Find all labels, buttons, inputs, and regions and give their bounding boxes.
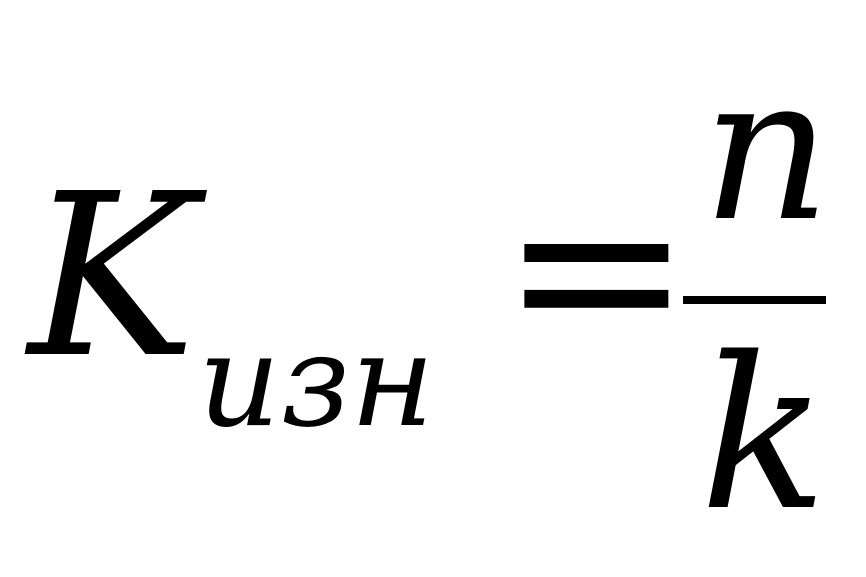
main-symbol: K (28, 146, 197, 408)
fraction-denominator: k (700, 312, 828, 557)
equals-sign: = (500, 136, 693, 403)
fraction-bar (683, 296, 826, 304)
fraction-numerator: n (702, 33, 831, 266)
subscript: изн (198, 307, 435, 456)
